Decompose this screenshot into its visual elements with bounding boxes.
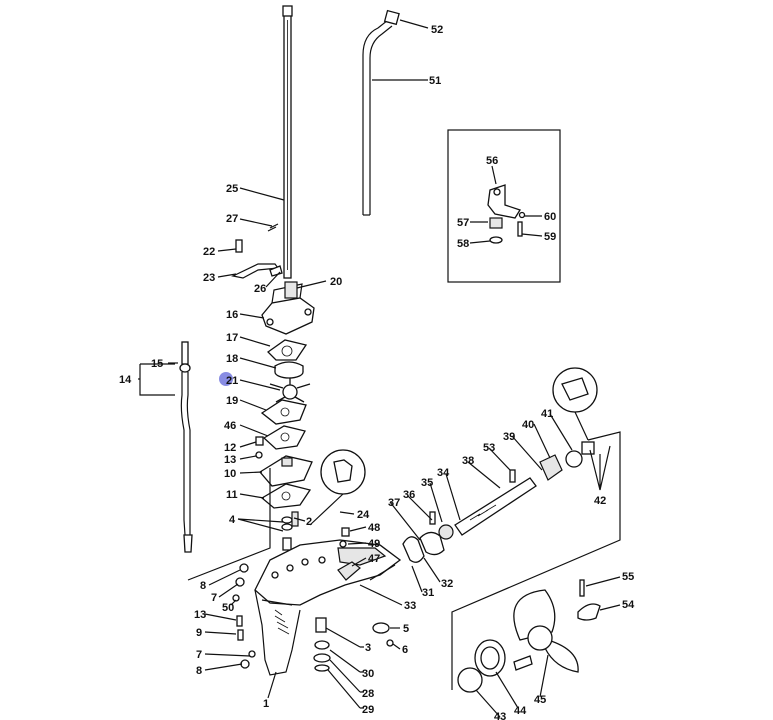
seals <box>281 511 299 551</box>
label-20: 20 <box>330 276 342 288</box>
gear-housing <box>254 539 402 676</box>
leader-lines <box>138 19 621 718</box>
bracket-14 <box>139 364 175 396</box>
label-6: 6 <box>402 644 408 656</box>
label-19: 19 <box>226 395 238 407</box>
label-43: 43 <box>494 711 506 720</box>
label-12: 12 <box>224 442 236 454</box>
label-51: 51 <box>429 75 441 87</box>
inset-box <box>447 129 561 283</box>
label-26: 26 <box>254 283 266 295</box>
label-32: 32 <box>441 578 453 590</box>
label-49: 49 <box>368 538 380 550</box>
label-31: 31 <box>422 587 434 599</box>
label-59: 59 <box>544 231 556 243</box>
label-40: 40 <box>522 419 534 431</box>
label-41: 41 <box>541 408 553 420</box>
label-30: 30 <box>362 668 374 680</box>
label-27: 27 <box>226 213 238 225</box>
label-42: 42 <box>594 495 606 507</box>
label-60: 60 <box>544 211 556 223</box>
frame-left <box>187 468 271 581</box>
shift-rod-lower <box>179 341 193 553</box>
label-9: 9 <box>196 627 202 639</box>
label-18: 18 <box>226 353 238 365</box>
detail-circle-upper <box>309 449 366 526</box>
label-17: 17 <box>226 332 238 344</box>
frame-right <box>451 431 621 690</box>
label-28: 28 <box>362 688 374 700</box>
label-24: 24 <box>357 509 370 521</box>
label-4: 4 <box>229 514 236 526</box>
propeller-assembly <box>457 579 601 693</box>
prop-shaft-assembly <box>402 441 595 563</box>
label-5: 5 <box>403 623 409 635</box>
shift-rod-upper <box>362 9 400 216</box>
label-44: 44 <box>514 705 527 717</box>
clip-parts <box>231 223 283 279</box>
label-8-lower: 8 <box>196 665 202 677</box>
label-14: 14 <box>119 374 132 386</box>
label-11: 11 <box>226 489 238 501</box>
label-36: 36 <box>403 489 415 501</box>
label-58: 58 <box>457 238 469 250</box>
lower-components <box>232 527 396 672</box>
label-15: 15 <box>151 358 163 370</box>
label-54: 54 <box>622 599 635 611</box>
label-10: 10 <box>224 468 236 480</box>
label-23: 23 <box>203 272 215 284</box>
label-33: 33 <box>404 600 416 612</box>
label-46: 46 <box>224 420 236 432</box>
label-2: 2 <box>306 516 312 528</box>
label-13-upper: 13 <box>224 454 236 466</box>
selection-marker[interactable] <box>219 372 233 386</box>
label-38: 38 <box>462 455 474 467</box>
label-34: 34 <box>437 467 450 479</box>
label-35: 35 <box>421 477 433 489</box>
label-8-upper: 8 <box>200 580 206 592</box>
label-39: 39 <box>503 431 515 443</box>
detail-circle-right <box>552 367 598 441</box>
label-50: 50 <box>222 602 234 614</box>
label-3: 3 <box>365 642 371 654</box>
label-47: 47 <box>368 553 380 565</box>
label-52: 52 <box>431 24 443 36</box>
callout-labels: 25 27 22 23 26 20 16 17 18 21 19 46 12 1… <box>119 24 635 720</box>
label-55: 55 <box>622 571 634 583</box>
water-pump-stack <box>255 281 315 509</box>
label-7-lower: 7 <box>196 649 202 661</box>
label-16: 16 <box>226 309 238 321</box>
label-25: 25 <box>226 183 238 195</box>
label-37: 37 <box>388 497 400 509</box>
label-7-upper: 7 <box>211 592 217 604</box>
label-57: 57 <box>457 217 469 229</box>
label-1: 1 <box>263 698 269 710</box>
label-29: 29 <box>362 704 374 716</box>
label-53: 53 <box>483 442 495 454</box>
label-48: 48 <box>368 522 380 534</box>
label-13-lower: 13 <box>194 609 206 621</box>
drive-shaft <box>282 5 293 279</box>
label-21: 21 <box>226 375 238 387</box>
label-22: 22 <box>203 246 215 258</box>
label-56: 56 <box>486 155 498 167</box>
label-45: 45 <box>534 694 546 706</box>
